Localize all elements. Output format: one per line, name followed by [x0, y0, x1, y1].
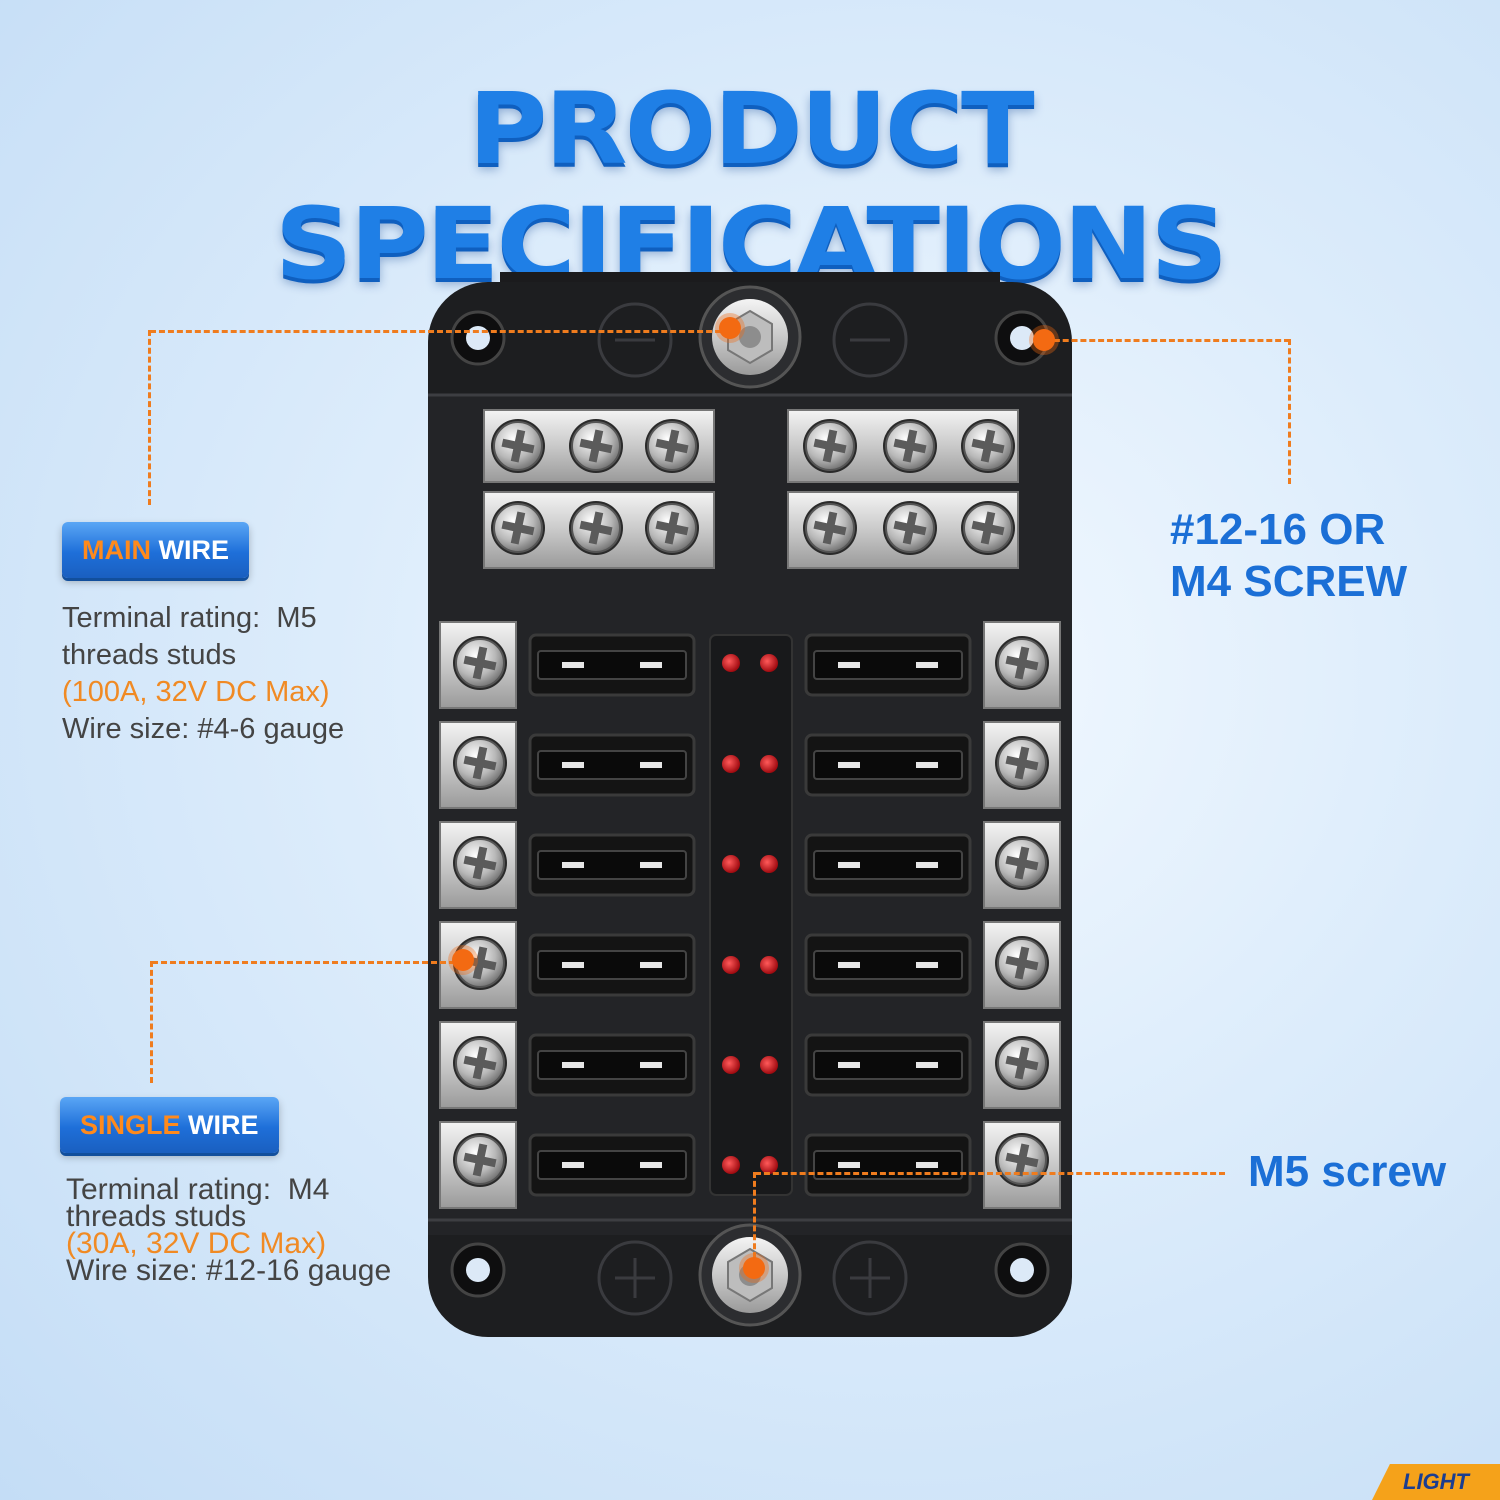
main-wire-marker — [719, 317, 741, 339]
stud-screw-label: M5 screw — [1248, 1147, 1447, 1196]
side-terminals — [439, 621, 1061, 1209]
single-wire-badge-highlight: SINGLE — [80, 1110, 181, 1140]
main-wire-terminal-rating: Terminal rating: M5 — [62, 602, 317, 634]
main-wire-badge-highlight: MAIN — [82, 535, 151, 565]
single-wire-badge: SINGLE WIRE — [60, 1097, 279, 1153]
page-title: PRODUCT SPECIFICATIONS — [274, 72, 1228, 302]
main-wire-gauge: Wire size: #4-6 gauge — [62, 713, 345, 745]
single-wire-max-rating: (30A, 32V DC Max) — [66, 1227, 327, 1260]
mount-screw-leader-v — [1288, 339, 1291, 484]
single-wire-terminal-rating: Terminal rating: M4 — [66, 1173, 330, 1206]
mounting-hole-icon — [450, 310, 1050, 1298]
main-stud-top — [698, 285, 802, 389]
led-indicator-icon — [722, 654, 778, 1174]
stud-screw-marker — [743, 1257, 765, 1279]
single-wire-marker — [452, 949, 474, 971]
mount-screw-line1: #12-16 OR — [1170, 505, 1386, 554]
single-wire-threads: threads studs — [66, 1200, 247, 1233]
brand-logo: LIGHT — [1372, 1464, 1500, 1500]
main-wire-threads: threads studs — [62, 639, 237, 671]
main-wire-badge-rest: WIRE — [151, 535, 230, 565]
mount-screw-line2: M4 SCREW — [1170, 557, 1408, 606]
single-wire-specs: Terminal rating: M4 threads studs (30A, … — [66, 1173, 392, 1287]
main-wire-specs: Terminal rating: M5 threads studs (100A,… — [62, 600, 344, 748]
mount-screw-leader-h — [1045, 339, 1290, 342]
main-wire-badge: MAIN WIRE — [62, 522, 249, 578]
single-wire-gauge: Wire size: #12-16 gauge — [66, 1254, 392, 1287]
polarity-marks — [597, 302, 908, 1316]
main-wire-leader-h — [150, 330, 730, 333]
single-wire-leader-h — [152, 961, 464, 964]
single-wire-leader-v — [150, 961, 153, 1083]
stud-screw-leader-h — [755, 1172, 1225, 1175]
single-wire-badge-rest: WIRE — [180, 1110, 259, 1140]
stud-screw-leader-v — [753, 1172, 756, 1267]
main-wire-leader-v — [148, 330, 151, 505]
main-wire-max-rating: (100A, 32V DC Max) — [62, 676, 330, 708]
mount-screw-marker — [1033, 329, 1055, 351]
mount-screw-label: #12-16 OR M4 SCREW — [1170, 504, 1407, 608]
